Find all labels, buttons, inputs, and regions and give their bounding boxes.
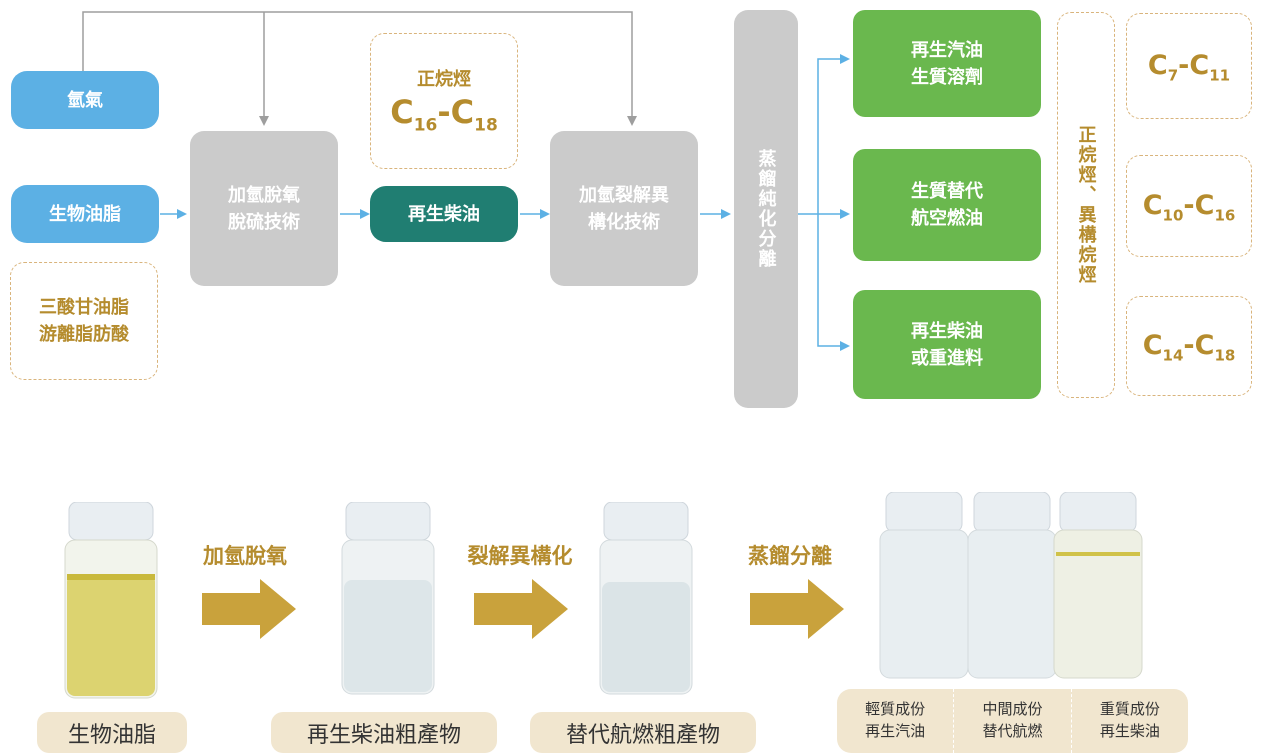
distillation-label: 蒸餾純化分離 xyxy=(755,149,777,269)
hc-line-2: 構化技術 xyxy=(588,211,660,233)
vials-fractions xyxy=(879,492,1143,679)
hydrogen-feed-line xyxy=(82,11,637,126)
photo-arrow-2 xyxy=(474,579,568,639)
bio-oil-components-box: 三酸甘油脂 游離脂肪酸 xyxy=(10,262,158,380)
bio-oil-input: 生物油脂 xyxy=(11,185,159,243)
distillation-column: 蒸餾純化分離 xyxy=(734,10,798,408)
caption-bio-oil: 生物油脂 xyxy=(37,712,187,753)
free-fatty-acid-label: 游離脂肪酸 xyxy=(39,324,129,345)
product-saf-box: 生質替代 航空燃油 xyxy=(853,149,1041,261)
carbon-range-gasoline: C7-C11 xyxy=(1126,13,1252,119)
alkane-carbon-range: C16-C18 xyxy=(390,93,498,136)
photo-arrow-1 xyxy=(202,579,296,639)
hydrocracking-process-box: 加氫裂解異 構化技術 xyxy=(550,131,698,286)
caption-renewable-diesel-crude: 再生柴油粗產物 xyxy=(271,712,497,753)
alkane-label: 正烷烴 xyxy=(417,69,471,91)
bio-oil-label: 生物油脂 xyxy=(49,203,121,225)
hc-line-1: 加氫裂解異 xyxy=(579,184,669,206)
product-type-label: 正烷烴、異構烷烴 xyxy=(1075,125,1097,285)
renewable-diesel-box: 再生柴油 xyxy=(370,186,518,242)
photo-step-distill-label: 蒸餾分離 xyxy=(748,544,832,568)
photo-step-hc-label: 裂解異構化 xyxy=(467,544,573,568)
fractions-caption: 輕質成份 再生汽油 中間成份 替代航燃 重質成份 再生柴油 xyxy=(837,689,1188,753)
photo-step-hdo-label: 加氫脫氧 xyxy=(203,544,287,568)
hdo-process-box: 加氫脫氧 脫硫技術 xyxy=(190,131,338,286)
hydrogen-input: 氫氣 xyxy=(11,71,159,129)
triglyceride-label: 三酸甘油脂 xyxy=(39,297,129,318)
product-type-box: 正烷烴、異構烷烴 xyxy=(1057,12,1115,398)
product-diesel-box: 再生柴油 或重進料 xyxy=(853,290,1041,399)
carbon-range-saf: C10-C16 xyxy=(1126,155,1252,257)
flow-connectors xyxy=(82,11,850,351)
carbon-range-diesel: C14-C18 xyxy=(1126,296,1252,396)
vial-saf-crude xyxy=(599,502,693,695)
fraction-heavy: 重質成份 再生柴油 xyxy=(1099,700,1160,740)
photo-arrow-3 xyxy=(750,579,844,639)
product-gasoline-box: 再生汽油 生質溶劑 xyxy=(853,10,1041,117)
hdo-line-2: 脫硫技術 xyxy=(228,211,300,233)
renewable-diesel-label: 再生柴油 xyxy=(408,203,480,225)
hdo-line-1: 加氫脫氧 xyxy=(228,184,300,206)
caption-saf-crude: 替代航燃粗產物 xyxy=(530,712,756,753)
vial-bio-oil xyxy=(64,502,158,699)
alkane-range-box: 正烷烴 C16-C18 xyxy=(370,33,518,169)
fraction-middle: 中間成份 替代航燃 xyxy=(954,689,1072,753)
vial-renewable-diesel-crude xyxy=(341,502,435,695)
hydrogen-label: 氫氣 xyxy=(67,89,103,111)
fraction-light: 輕質成份 再生汽油 xyxy=(837,689,955,753)
process-arrows xyxy=(160,54,850,351)
